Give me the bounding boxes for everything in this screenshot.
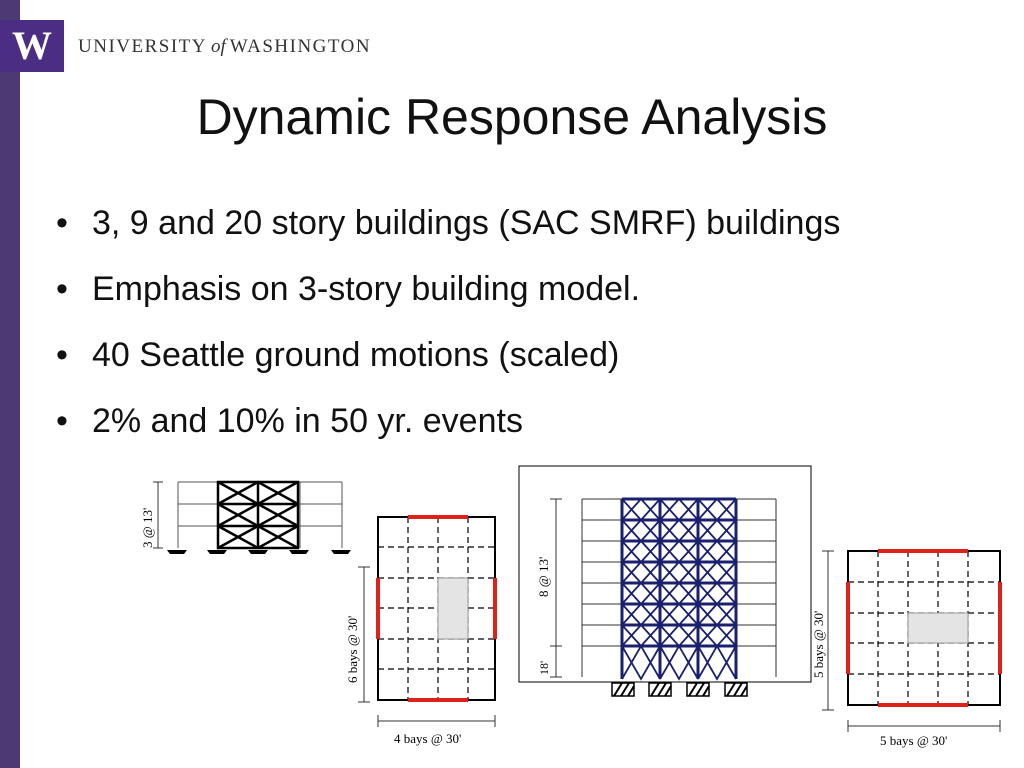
three-story-height-label: 3 @ 13' bbox=[140, 508, 155, 548]
uw-logo: W bbox=[0, 20, 64, 72]
wordmark-of: of bbox=[211, 36, 226, 57]
slide-title: Dynamic Response Analysis bbox=[196, 89, 828, 145]
wordmark-university: UNIVERSITY bbox=[78, 36, 207, 57]
bullet-item: 40 Seattle ground motions (scaled) bbox=[52, 322, 840, 388]
bullet-item: 2% and 10% in 50 yr. events bbox=[52, 388, 840, 454]
nine-story-lower-height-label: 18' bbox=[537, 661, 551, 675]
nine-story-plan-vertical-label: 5 bays @ 30' bbox=[811, 611, 826, 678]
nine-story-plan-figure: 5 bays @ 30' 5 bays @ 30' bbox=[811, 549, 1002, 748]
nine-story-upper-height-label: 8 @ 13' bbox=[536, 557, 551, 597]
three-story-plan-horizontal-label: 4 bays @ 30' bbox=[394, 731, 461, 746]
three-story-plan-figure: 6 bays @ 30' 4 bays @ 30' bbox=[345, 515, 497, 746]
bullet-list: 3, 9 and 20 story buildings (SAC SMRF) b… bbox=[52, 190, 840, 454]
bullet-item: Emphasis on 3-story building model. bbox=[52, 256, 840, 322]
uw-logo-letter: W bbox=[12, 23, 52, 68]
left-accent-bar bbox=[0, 0, 20, 768]
wordmark-washington: WASHINGTON bbox=[229, 36, 372, 57]
three-story-elevation-figure: 3 @ 13' bbox=[140, 480, 351, 554]
three-story-plan-vertical-label: 6 bays @ 30' bbox=[345, 616, 360, 683]
nine-story-elevation-figure: 8 @ 13' 18' bbox=[518, 465, 812, 697]
nine-story-plan-horizontal-label: 5 bays @ 30' bbox=[880, 733, 947, 748]
bullet-item: 3, 9 and 20 story buildings (SAC SMRF) b… bbox=[52, 190, 840, 256]
